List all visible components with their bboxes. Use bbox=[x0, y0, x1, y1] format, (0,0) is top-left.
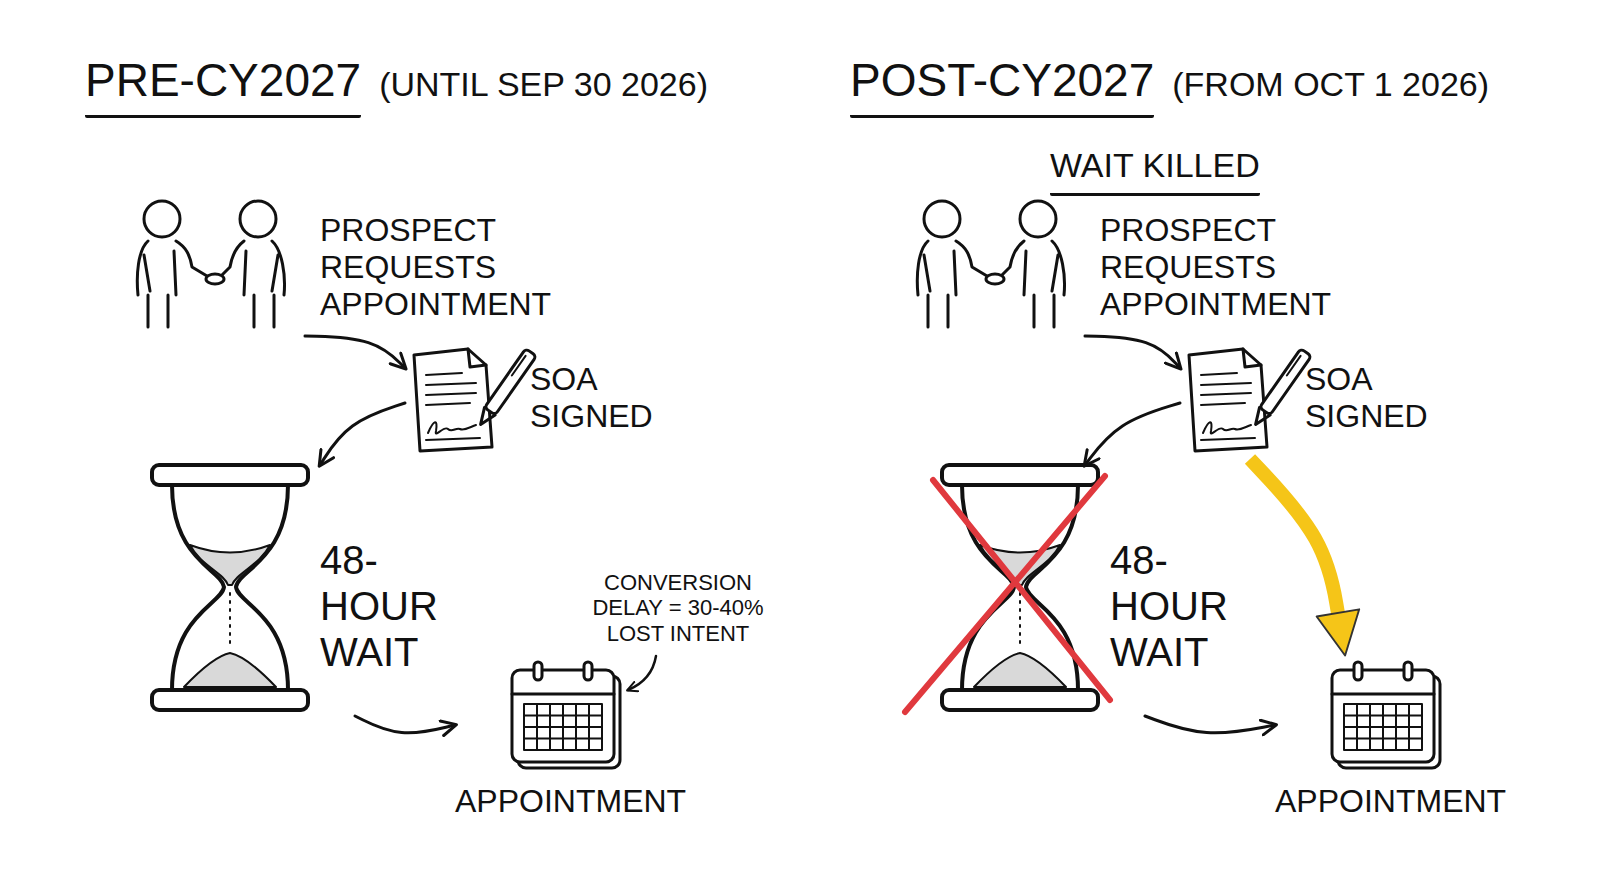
step-node: PROSPECT REQUESTS APPOINTMENT bbox=[125, 190, 557, 336]
step-node: 48-HOUR WAIT bbox=[145, 465, 444, 716]
shortcut-arrow bbox=[1250, 459, 1338, 616]
panel-heading: POST-CY2027 bbox=[850, 54, 1154, 118]
flow-arrow bbox=[1085, 403, 1180, 465]
step-node: 48-HOUR WAIT bbox=[935, 465, 1234, 716]
step-node: PROSPECT REQUESTS APPOINTMENT bbox=[905, 190, 1337, 336]
step-label: 48-HOUR WAIT bbox=[320, 537, 444, 675]
calendar-icon bbox=[512, 662, 620, 768]
heading-row: POST-CY2027 (FROM OCT 1 2026) bbox=[850, 54, 1489, 118]
heading-row: PRE-CY2027 (UNTIL SEP 30 2026) bbox=[85, 54, 708, 118]
cross-out bbox=[905, 476, 1110, 712]
step-label: PROSPECT REQUESTS APPOINTMENT bbox=[320, 212, 557, 322]
step-label: APPOINTMENT bbox=[455, 783, 686, 820]
date-range: (FROM OCT 1 2026) bbox=[1172, 65, 1489, 104]
step-node: SOA SIGNED bbox=[1180, 343, 1434, 459]
people-icon bbox=[917, 201, 1064, 327]
step-label: SOA SIGNED bbox=[530, 361, 659, 435]
step-node: SOA SIGNED bbox=[405, 343, 659, 459]
callout-note: CONVERSION DELAY = 30-40% LOST INTENT bbox=[578, 570, 778, 646]
document-icon bbox=[1189, 349, 1311, 451]
step-label: 48-HOUR WAIT bbox=[1110, 537, 1234, 675]
step-label: APPOINTMENT bbox=[1275, 783, 1506, 820]
hourglass-icon bbox=[152, 465, 308, 710]
flow-arrow bbox=[305, 336, 405, 368]
flow-arrow bbox=[320, 403, 405, 465]
document-icon bbox=[414, 349, 536, 451]
flow-arrow bbox=[1145, 716, 1275, 733]
step-label: SOA SIGNED bbox=[1305, 361, 1434, 435]
panel-heading: PRE-CY2027 bbox=[85, 54, 361, 118]
flow-arrow bbox=[1085, 336, 1180, 368]
status-label: WAIT KILLED bbox=[1050, 146, 1260, 196]
step-label: PROSPECT REQUESTS APPOINTMENT bbox=[1100, 212, 1337, 322]
flow-arrow bbox=[355, 716, 455, 733]
step-node: APPOINTMENT bbox=[1275, 655, 1512, 826]
calendar-icon bbox=[1332, 662, 1440, 768]
leader-arrow bbox=[628, 656, 656, 690]
date-range: (UNTIL SEP 30 2026) bbox=[379, 65, 708, 104]
step-node: APPOINTMENT bbox=[455, 655, 692, 826]
people-icon bbox=[137, 201, 284, 327]
